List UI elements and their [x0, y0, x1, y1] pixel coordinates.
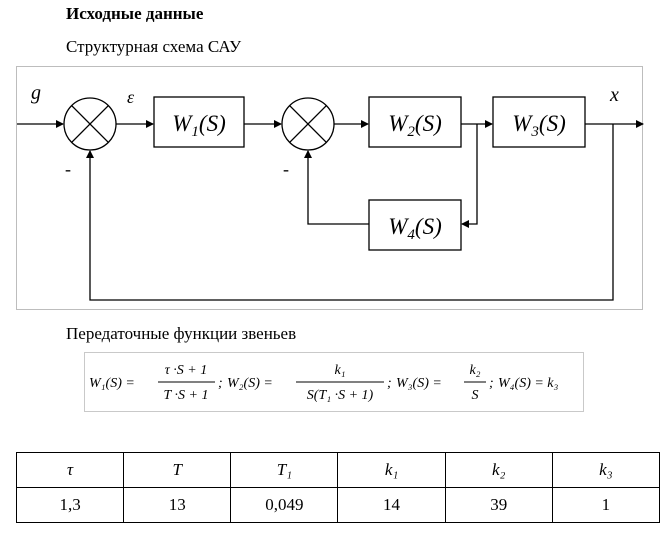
header-cell: k₁: [337, 452, 446, 488]
signal-lines: [17, 120, 644, 301]
w3-numerator: k₂: [469, 363, 480, 378]
block-w4: W4(S): [368, 199, 462, 251]
svg-text:W3(S): W3(S): [512, 111, 566, 140]
separator-1: ;: [218, 376, 223, 391]
w3-denominator: S: [472, 388, 479, 403]
header-cell: τ: [15, 452, 125, 488]
svg-text:W4(S): W4(S): [388, 214, 442, 243]
table-header-row: τ T T₁ k₁ k₂ k₃: [15, 452, 661, 488]
diagram-caption: Структурная схема САУ: [66, 37, 242, 56]
value-cell: 39: [444, 487, 553, 523]
heading: Исходные данные: [66, 4, 204, 23]
separator-3: ;: [489, 376, 494, 391]
transfer-functions-formula: W₁(S) = τ ·S + 1 T ·S + 1 ; W₂(S) = k₁ S…: [84, 352, 584, 412]
header-cell: k₃: [551, 452, 661, 488]
w4-expression: W₄(S) = k₃: [498, 376, 559, 391]
separator-2: ;: [387, 376, 392, 391]
svg-text:W2(S): W2(S): [388, 111, 442, 140]
block-w2: W2(S): [368, 96, 462, 148]
value-cell: 1: [551, 487, 661, 523]
header-cell: k₂: [444, 452, 553, 488]
w1-denominator: T ·S + 1: [164, 388, 209, 403]
minus-sign-1: -: [65, 159, 71, 179]
block-w3: W3(S): [492, 96, 586, 148]
parameters-table: τ T T₁ k₁ k₂ k₃ 1,3 13 0,049 14 39 1: [15, 452, 661, 523]
value-cell: 1,3: [15, 487, 125, 523]
block-diagram-canvas: g ε x - - W1(S) W2(S) W3(S): [17, 82, 644, 301]
w1-numerator: τ ·S + 1: [165, 363, 207, 378]
header-cell: T: [123, 452, 232, 488]
w2-lhs: W₂(S) =: [227, 376, 273, 391]
value-cell: 13: [123, 487, 232, 523]
table-row: 1,3 13 0,049 14 39 1: [15, 487, 661, 523]
w3-lhs: W₃(S) =: [396, 376, 442, 391]
transfer-functions-title: Передаточные функции звеньев: [66, 324, 297, 343]
value-cell: 0,049: [230, 487, 339, 523]
header-cell: T₁: [230, 452, 339, 488]
minus-sign-2: -: [283, 159, 289, 179]
input-label: g: [31, 82, 41, 104]
block-diagram: g ε x - - W1(S) W2(S) W3(S): [16, 66, 644, 310]
svg-text:W1(S): W1(S): [172, 111, 226, 140]
w2-denominator: S(T₁ ·S + 1): [307, 388, 374, 403]
output-label: x: [609, 84, 619, 106]
summing-junction-2: [281, 97, 335, 151]
error-label: ε: [127, 87, 135, 107]
block-w1: W1(S): [153, 96, 245, 148]
value-cell: 14: [337, 487, 446, 523]
summing-junction-1: [63, 97, 117, 151]
w1-lhs: W₁(S) =: [89, 376, 135, 391]
w2-numerator: k₁: [334, 363, 345, 378]
